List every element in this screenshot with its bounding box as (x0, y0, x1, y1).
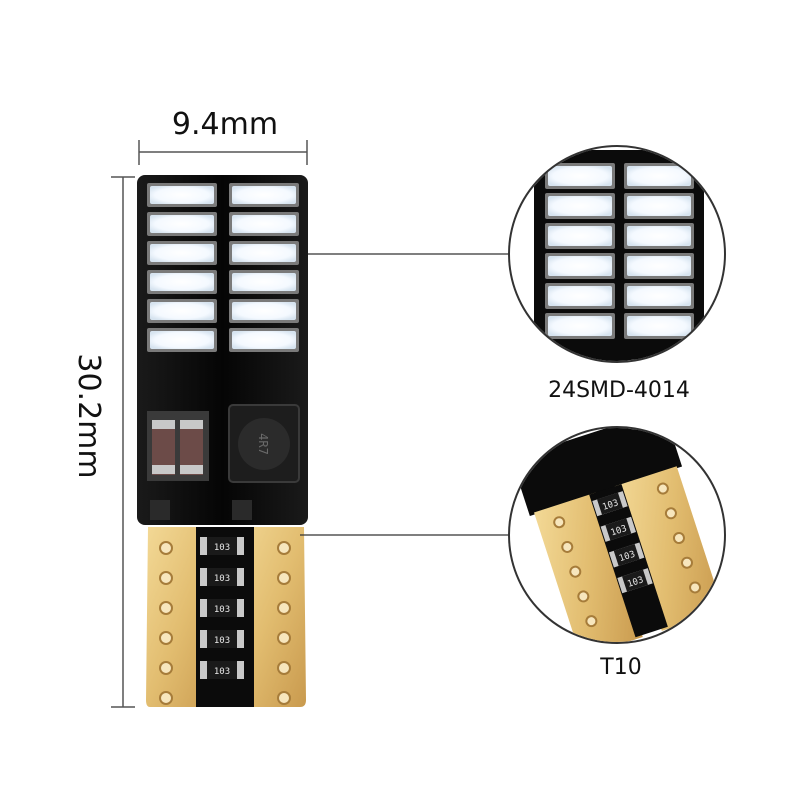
length-label: 30.2mm (71, 353, 106, 478)
resistor: 103 (200, 630, 244, 648)
contact-hole (277, 661, 291, 675)
resistor: 103 (200, 599, 244, 617)
contact-holes (159, 541, 291, 705)
contact-hole (159, 661, 173, 675)
contact-hole (159, 541, 173, 555)
contact-hole (159, 601, 173, 615)
led-chip (147, 212, 217, 236)
led-chip (147, 328, 217, 352)
svg-text:103: 103 (214, 667, 230, 677)
contact-hole (159, 631, 173, 645)
svg-text:103: 103 (214, 574, 230, 584)
svg-text:103: 103 (626, 575, 645, 590)
led-chip (545, 193, 615, 219)
svg-text:103: 103 (610, 524, 629, 539)
led-chip (624, 223, 694, 249)
led-chip (624, 283, 694, 309)
inductor: 4R7 (228, 404, 300, 483)
contact-hole (159, 691, 173, 705)
width-label: 9.4mm (172, 107, 278, 142)
led-chip (624, 193, 694, 219)
led-chip (545, 313, 615, 339)
led-type-label: 24SMD-4014 (548, 378, 690, 403)
contact-hole (159, 571, 173, 585)
base-type-label: T10 (599, 655, 641, 680)
led-chip (624, 313, 694, 339)
led-zoom-callout: 24SMD-4014 (508, 145, 726, 403)
resistor-block (147, 411, 209, 481)
led-chip (229, 241, 299, 265)
length-dimension: 30.2mm (71, 176, 135, 708)
contact-hole (277, 691, 291, 705)
led-chip (147, 241, 217, 265)
svg-text:103: 103 (214, 636, 230, 646)
led-chip (147, 270, 217, 294)
led-chip (545, 283, 615, 309)
svg-text:103: 103 (214, 543, 230, 553)
resistor: 103 (200, 568, 244, 586)
led-chip (229, 212, 299, 236)
base-zoom-callout: 103 103 103 103 T10 (508, 426, 726, 680)
led-chip (147, 299, 217, 323)
led-chip (545, 163, 615, 189)
led-chip (229, 299, 299, 323)
svg-text:103: 103 (618, 550, 637, 565)
contact-hole (277, 631, 291, 645)
contact-hole (277, 601, 291, 615)
inductor-marking: 4R7 (256, 433, 270, 455)
resistor: 103 (200, 537, 244, 555)
led-chip (624, 253, 694, 279)
resistor: 103 (200, 661, 244, 679)
led-chip (624, 163, 694, 189)
contact-hole (277, 541, 291, 555)
led-array (147, 183, 299, 352)
led-chip (545, 253, 615, 279)
led-chip (229, 183, 299, 207)
contact-hole (277, 571, 291, 585)
svg-text:103: 103 (601, 498, 620, 513)
led-bulb: 4R7 103 103 103 103 103 (137, 175, 308, 707)
led-chip (229, 270, 299, 294)
led-chip (545, 223, 615, 249)
led-chip (147, 183, 217, 207)
resistor-stack: 103 103 103 103 103 (200, 537, 244, 679)
width-dimension: 9.4mm (138, 107, 308, 165)
svg-text:103: 103 (214, 605, 230, 615)
led-chip (229, 328, 299, 352)
